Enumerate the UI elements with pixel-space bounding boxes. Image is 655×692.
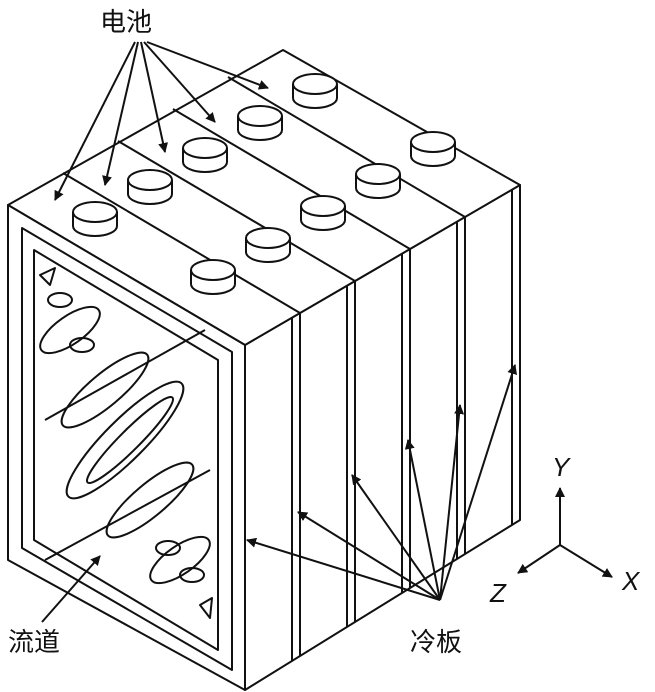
battery-terminals: [72, 73, 456, 295]
axis-x-label: X: [622, 566, 640, 596]
flow-channel-pattern: [33, 249, 219, 651]
terminal: [72, 201, 118, 237]
terminal: [292, 73, 338, 109]
battery-label: 电池: [100, 8, 153, 38]
terminal: [245, 227, 291, 263]
terminal: [190, 259, 236, 295]
terminal: [182, 137, 228, 173]
cold-plate-frame: [21, 227, 233, 671]
terminal: [127, 169, 173, 205]
flow-channel-arrow: [41, 555, 101, 623]
axis-z-label: Z: [490, 578, 506, 608]
cold-plate-label: 冷板: [410, 628, 463, 658]
terminal: [237, 105, 283, 141]
terminal: [300, 195, 346, 231]
terminal: [355, 163, 401, 199]
terminal: [410, 131, 456, 167]
flow-channel-label: 流道: [8, 628, 61, 658]
coordinate-axes: [517, 487, 613, 578]
cold-plate-arrows: [246, 364, 518, 601]
battery-arrows: [54, 41, 269, 201]
axis-y-label: Y: [552, 452, 570, 482]
